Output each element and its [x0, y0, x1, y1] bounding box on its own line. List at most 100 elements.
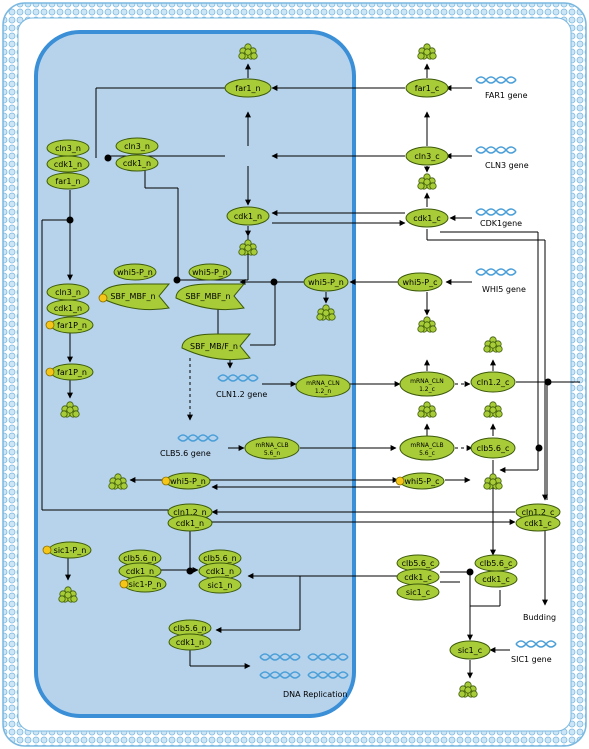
node-label: sic1_n	[208, 581, 233, 590]
node-sic1_c_l[interactable]: sic1_c	[396, 583, 440, 601]
degradation-markers	[58, 43, 503, 698]
node-label: clb5.6_c	[480, 559, 513, 568]
node-label: sic1-P_n	[54, 546, 87, 555]
node-label: clb5.6_n	[173, 624, 207, 633]
gene-cdk1: CDK1gene	[475, 208, 522, 228]
node-whi5p_n_b[interactable]: whi5-P_n	[188, 263, 232, 281]
node-cln3_n_top[interactable]: cln3_n	[115, 137, 159, 155]
node-far1_c[interactable]: far1_c	[405, 78, 449, 98]
node-cdk1_n_top[interactable]: cdk1_n	[115, 154, 159, 172]
node-label: SBF_MBF_n	[110, 292, 155, 301]
dna-replication-label: DNA Replication	[283, 690, 347, 699]
node-g1_cln3[interactable]: cln3_n	[46, 139, 90, 157]
node-cdk1_c_l[interactable]: cdk1_c	[396, 568, 440, 586]
node-shape	[175, 283, 246, 311]
node-g1_far1[interactable]: far1_n	[46, 172, 90, 190]
node-shape	[470, 437, 516, 459]
node-label: far1P_n	[57, 321, 87, 330]
gene-clb56: CLB5.6 gene	[160, 434, 219, 458]
degradation-icon	[417, 316, 437, 333]
node-label: cln1.2_n	[173, 508, 206, 517]
node-label: cdk1_n	[126, 567, 154, 576]
node-label: cln3_c	[414, 152, 439, 161]
node-cdk1_c_r[interactable]: cdk1_c	[474, 570, 518, 588]
phosphate-marker	[395, 476, 405, 486]
degradation-icon	[417, 43, 437, 60]
node-whi5p_n_low[interactable]: whi5-P_n	[165, 472, 211, 490]
node-cdk1_n_mid[interactable]: cdk1_n	[226, 206, 270, 226]
node-label: mRNA_CLB	[255, 442, 288, 449]
budding-label: Budding	[523, 613, 556, 622]
node-shape	[100, 283, 171, 311]
node-sic1_n_r[interactable]: sic1_n	[198, 576, 242, 594]
node-mrna_clb[interactable]: mRNA_CLB5.6_n	[244, 436, 300, 460]
node-label: clb5.6_c	[402, 559, 435, 568]
phosphate-marker	[42, 545, 52, 555]
node-cdk1_n_cln[interactable]: cdk1_n	[167, 514, 213, 532]
node-cln12_c[interactable]: cln1.2_c	[470, 371, 516, 393]
node-shape	[396, 583, 440, 601]
node-whi5p_n_a[interactable]: whi5-P_n	[113, 263, 157, 281]
node-shape	[46, 172, 90, 190]
node-label: sic1_c	[406, 588, 430, 597]
node-label: SBF_MBF_n	[185, 292, 230, 301]
node-sublabel: 1.2_n	[315, 388, 332, 395]
node-sbf_mbf_c[interactable]: SBF_MB/F_n	[181, 333, 252, 361]
node-clb56_c_r[interactable]: clb5.6_c	[474, 554, 518, 572]
node-label: cln3_n	[55, 144, 81, 153]
node-label: whi5-P_n	[170, 477, 206, 486]
node-label: cdk1_n	[176, 638, 204, 647]
node-mrna_clb_c[interactable]: mRNA_CLB5.6_c	[399, 435, 455, 461]
node-cln3_c[interactable]: cln3_c	[405, 146, 449, 166]
node-sbf_mbf_a[interactable]: SBF_MBF_n	[100, 283, 171, 311]
node-sbf_mbf_b[interactable]: SBF_MBF_n	[175, 283, 246, 311]
node-label: whi5-P_n	[117, 268, 153, 277]
nucleus	[34, 30, 356, 718]
node-shape	[198, 576, 242, 594]
node-g2_far1p[interactable]: far1P_n	[50, 316, 94, 334]
degradation-icon	[108, 473, 128, 490]
node-cdk1_c_low[interactable]: cdk1_c	[515, 514, 561, 532]
node-cdk1_c[interactable]: cdk1_c	[405, 208, 449, 228]
gene-label: CDK1gene	[480, 219, 522, 228]
node-whi5p_n_c[interactable]: whi5-P_n	[303, 272, 349, 292]
node-shape	[244, 436, 300, 460]
node-label: cdk1_c	[413, 214, 441, 223]
degradation-icon	[483, 473, 503, 490]
node-shape	[303, 272, 349, 292]
node-clb56_c_top[interactable]: clb5.6_c	[470, 437, 516, 459]
node-label: cln1.2_c	[477, 378, 510, 387]
node-clb56_n_l[interactable]: clb5.6_n	[118, 549, 162, 567]
node-g2_cln3[interactable]: cln3_n	[46, 283, 90, 301]
node-label: sic1-P_n	[129, 580, 162, 589]
node-mrna_cln[interactable]: mRNA_CLN1.2_n	[295, 374, 351, 398]
node-label: far1P_n	[57, 368, 87, 377]
node-label: mRNA_CLB	[410, 442, 443, 449]
node-whi5p_c_low[interactable]: whi5-P_c	[399, 472, 445, 490]
node-sic1p_n[interactable]: sic1-P_n	[48, 541, 92, 559]
node-shape	[399, 371, 455, 397]
node-shape	[449, 640, 491, 660]
node-shape	[115, 154, 159, 172]
gene-label: CLN1.2 gene	[216, 390, 267, 399]
node-label: cln1.2_c	[522, 508, 555, 517]
node-shape	[405, 146, 449, 166]
node-cdk1_n_b[interactable]: cdk1_n	[168, 633, 212, 651]
node-g1_cdk1[interactable]: cdk1_n	[46, 155, 90, 173]
degradation-icon	[483, 401, 503, 418]
node-sic1_c[interactable]: sic1_c	[449, 640, 491, 660]
node-far1p_n[interactable]: far1P_n	[50, 363, 94, 381]
phosphate-marker	[98, 293, 108, 303]
degradation-icon	[60, 401, 80, 418]
node-mrna_cln_c[interactable]: mRNA_CLN1.2_c	[399, 371, 455, 397]
node-label: whi5-P_n	[308, 278, 344, 287]
node-sic1p_n_l[interactable]: sic1-P_n	[123, 575, 167, 593]
node-g2_cdk1[interactable]: cdk1_n	[46, 299, 90, 317]
node-whi5p_c[interactable]: whi5-P_c	[397, 272, 443, 292]
node-far1_n[interactable]: far1_n	[224, 78, 272, 98]
node-label: clb5.6_n	[203, 554, 237, 563]
node-label: cdk1_c	[404, 573, 432, 582]
node-label: cln3_n	[124, 142, 150, 151]
degradation-icon	[458, 681, 478, 698]
node-label: mRNA_CLN	[306, 380, 340, 387]
